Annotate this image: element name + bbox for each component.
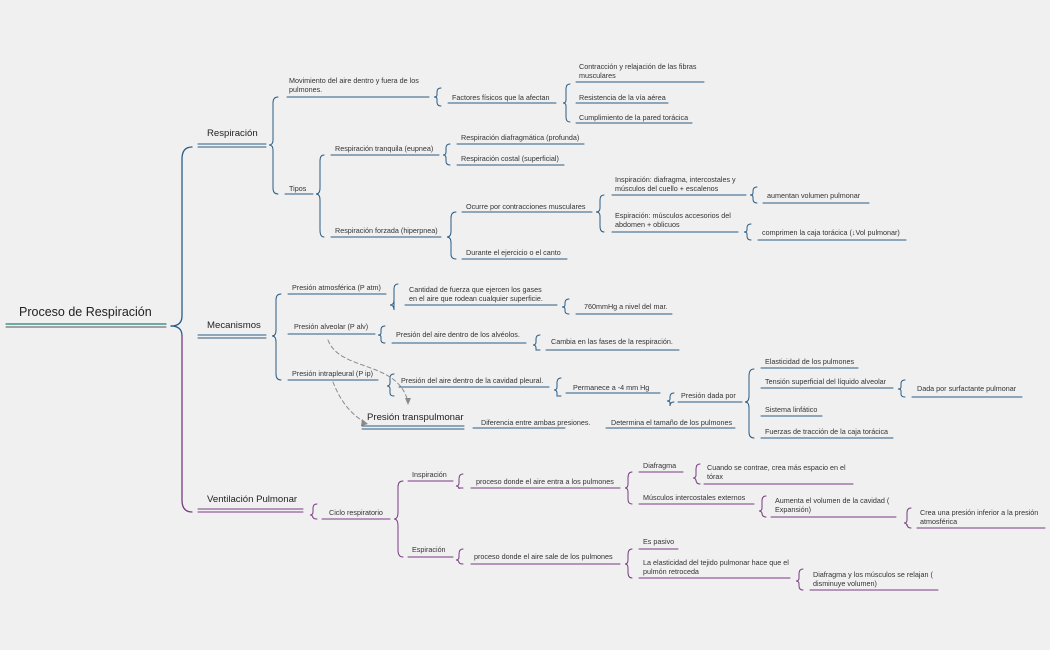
topic-ventilacion[interactable]: Ventilación Pulmonar — [207, 494, 298, 505]
node-sistema-linfatico[interactable]: Sistema linfático — [765, 405, 818, 414]
node-patm-val[interactable]: 760mmHg a nivel del mar. — [584, 302, 668, 311]
node-tension-superficial[interactable]: Tensión superficial del líquido alveolar — [765, 377, 887, 386]
node-surfactante[interactable]: Dada por surfactante pulmonar — [917, 384, 1017, 393]
node-inspiracion-musculos[interactable]: Inspiración: diafragma, intercostales y … — [615, 175, 736, 193]
root-brace-mid — [170, 325, 183, 337]
node-durante[interactable]: Durante el ejercicio o el canto — [466, 248, 561, 257]
brace — [393, 480, 404, 558]
node-fuerzas-traccion[interactable]: Fuerzas de tracción de la caja torácica — [765, 427, 889, 436]
brace — [624, 548, 633, 579]
root-brace-top — [170, 146, 193, 327]
brace — [624, 471, 633, 505]
brace — [903, 507, 912, 529]
brace — [268, 96, 279, 195]
relation-arrow — [332, 381, 367, 424]
node-elasticidad-tejido[interactable]: La elasticidad del tejido pulmonar hace … — [643, 558, 789, 576]
node-pip-def[interactable]: Presión del aire dentro de la cavidad pl… — [401, 376, 544, 385]
node-tipos[interactable]: Tipos — [289, 184, 307, 193]
node-diafragmatica[interactable]: Respiración diafragmática (profunda) — [461, 133, 580, 142]
node-crea-presion[interactable]: Crea una presión inferior a la presión a… — [920, 508, 1039, 526]
node-inspiracion[interactable]: Inspiración — [412, 470, 447, 479]
brace — [455, 473, 464, 490]
node-factor-cumplimiento[interactable]: Cumplimiento de la pared torácica — [579, 113, 689, 122]
node-aumenta-volumen[interactable]: Aumenta el volumen de la cavidad ( Expan… — [775, 496, 890, 514]
node-palv-def[interactable]: Presión del aire dentro de los alvéolos. — [396, 330, 520, 339]
node-relajan[interactable]: Diafragma y los músculos se relajan ( di… — [813, 570, 933, 588]
brace — [749, 186, 758, 204]
node-factores[interactable]: Factores físicos que la afectan — [452, 93, 550, 102]
topic-respiracion[interactable]: Respiración — [207, 128, 258, 139]
brace — [897, 379, 906, 398]
brace — [692, 463, 701, 485]
node-factor-fibras[interactable]: Contracción y relajación de las fibras m… — [579, 62, 697, 80]
node-ocurre[interactable]: Ocurre por contracciones musculares — [466, 202, 586, 211]
root-topic[interactable]: Proceso de Respiración — [19, 305, 152, 319]
brace — [433, 87, 442, 107]
brace — [377, 325, 386, 344]
brace — [666, 392, 675, 407]
node-espiracion-musculos[interactable]: Espiración: músculos accesorios del abdo… — [615, 211, 731, 229]
node-palv-cambia[interactable]: Cambia en las fases de la respiración. — [551, 337, 673, 346]
node-musculos-intercostales[interactable]: Músculos intercostales externos — [643, 493, 746, 502]
node-pip-dada[interactable]: Presión dada por — [681, 391, 736, 400]
brace — [744, 368, 755, 439]
node-aumentan[interactable]: aumentan volumen pulmonar — [767, 191, 861, 200]
node-diafragma[interactable]: Diafragma — [643, 461, 677, 470]
brace — [271, 293, 282, 381]
node-insp-def[interactable]: proceso donde el aire entra a los pulmon… — [476, 477, 614, 486]
node-movimiento[interactable]: Movimiento del aire dentro y fuera de lo… — [289, 76, 419, 94]
node-comprimen[interactable]: comprimen la caja torácica (↓Vol pulmona… — [762, 228, 900, 237]
node-transp-det[interactable]: Determina el tamaño de los pulmones — [611, 418, 733, 427]
root-brace-bottom — [181, 335, 193, 513]
node-patm[interactable]: Presión atmosférica (P atm) — [292, 283, 381, 292]
node-transpulmonar[interactable]: Presión transpulmonar — [367, 412, 464, 423]
node-pip-val[interactable]: Permanece a -4 mm Hg — [573, 383, 650, 392]
brace — [315, 154, 325, 238]
node-pasivo[interactable]: Es pasivo — [643, 537, 675, 546]
brace — [553, 377, 562, 397]
node-pip[interactable]: Presión intrapleural (P ip) — [292, 369, 373, 378]
brace — [758, 495, 767, 518]
brace — [455, 548, 464, 565]
node-palv[interactable]: Presión alveolar (P alv) — [294, 322, 369, 331]
brace — [595, 194, 605, 233]
topic-mecanismos[interactable]: Mecanismos — [207, 320, 261, 331]
node-costal[interactable]: Respiración costal (superficial) — [461, 154, 559, 163]
node-diafragma-det[interactable]: Cuando se contrae, crea más espacio en e… — [707, 463, 846, 481]
brace — [561, 298, 570, 315]
node-transp-def[interactable]: Diferencia entre ambas presiones. — [481, 418, 591, 427]
brace — [386, 373, 395, 397]
node-esp-def[interactable]: proceso donde el aire sale de los pulmon… — [474, 552, 613, 561]
brace — [446, 211, 457, 260]
brace — [532, 334, 541, 351]
brace — [442, 143, 451, 166]
brace — [309, 503, 318, 520]
brace — [743, 223, 752, 241]
relation-arrow — [327, 339, 409, 403]
brace — [562, 83, 571, 123]
brace — [389, 283, 399, 311]
node-tranquila[interactable]: Respiración tranquila (eupnea) — [335, 144, 434, 153]
node-elasticidad-pulmones[interactable]: Elasticidad de los pulmones — [765, 357, 855, 366]
node-patm-def[interactable]: Cantidad de fuerza que ejercen los gases… — [409, 285, 543, 303]
node-forzada[interactable]: Respiración forzada (hiperpnea) — [335, 226, 438, 235]
node-factor-resistencia[interactable]: Resistencia de la vía aérea — [579, 93, 666, 102]
node-ciclo[interactable]: Ciclo respiratorio — [329, 508, 383, 517]
node-espiracion[interactable]: Espiración — [412, 545, 446, 554]
brace — [795, 568, 804, 591]
